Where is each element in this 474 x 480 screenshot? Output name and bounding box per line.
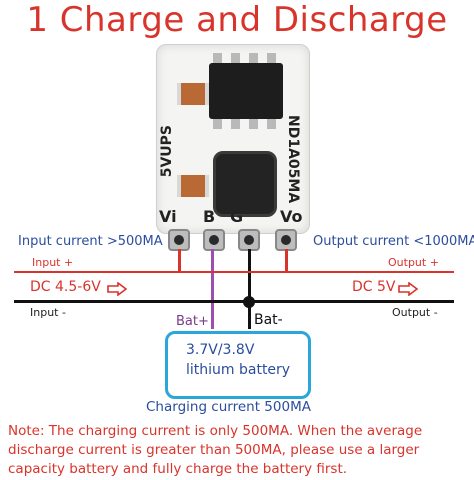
input-plus-label: Input + <box>32 256 74 269</box>
chip-pin <box>267 53 276 63</box>
silkscreen-left: 5VUPS <box>159 125 175 178</box>
chip-pin <box>231 53 240 63</box>
header-pin-vi <box>168 229 190 251</box>
diagram-title: 1 Charge and Discharge <box>26 0 448 40</box>
charging-current-label: Charging current 500MA <box>146 399 311 415</box>
output-current-label: Output current <1000MA <box>313 234 474 249</box>
output-minus-label: Output - <box>392 306 438 319</box>
dc-output-label: DC 5V <box>352 279 396 295</box>
ic-chip <box>209 63 283 119</box>
capacitor <box>177 83 209 105</box>
pad-label-vi: Vi <box>159 207 177 226</box>
chip-pin <box>249 119 258 129</box>
junction-dot <box>243 296 255 308</box>
bat-minus-wire <box>248 249 251 329</box>
pad-label-vo: Vo <box>280 207 303 226</box>
bat-plus-label: Bat+ <box>176 314 209 329</box>
header-pin-b <box>203 229 225 251</box>
chip-pin <box>231 119 240 129</box>
chip-pin <box>213 53 222 63</box>
pad-label-b: B <box>203 207 216 226</box>
input-minus-label: Input - <box>30 306 66 319</box>
inductor <box>213 151 277 217</box>
chip-pin <box>267 119 276 129</box>
bat-plus-wire <box>211 249 214 329</box>
battery-type: lithium battery <box>186 362 291 378</box>
pad-label-g: G <box>230 207 244 226</box>
battery-voltage: 3.7V/3.8V <box>186 342 255 358</box>
header-pin-vo <box>275 229 297 251</box>
bat-minus-label: Bat- <box>254 312 283 328</box>
arrow-right-icon <box>398 282 418 296</box>
input-current-label: Input current >500MA <box>18 234 163 249</box>
chip-pin <box>249 53 258 63</box>
module-board: 5VUPS ND1A05MA <box>156 44 310 234</box>
chip-pin <box>213 119 222 129</box>
positive-rail <box>14 271 454 273</box>
negative-rail <box>14 300 454 303</box>
arrow-right-icon <box>107 282 127 296</box>
battery-box: 3.7V/3.8V lithium battery <box>165 331 311 399</box>
vi-wire <box>178 249 181 271</box>
capacitor <box>177 175 209 197</box>
output-plus-label: Output + <box>388 256 439 269</box>
header-pin-g <box>238 229 260 251</box>
dc-input-label: DC 4.5-6V <box>30 279 101 295</box>
note-text: Note: The charging current is only 500MA… <box>8 423 423 477</box>
silkscreen-right: ND1A05MA <box>285 115 301 204</box>
vo-wire <box>285 249 288 271</box>
